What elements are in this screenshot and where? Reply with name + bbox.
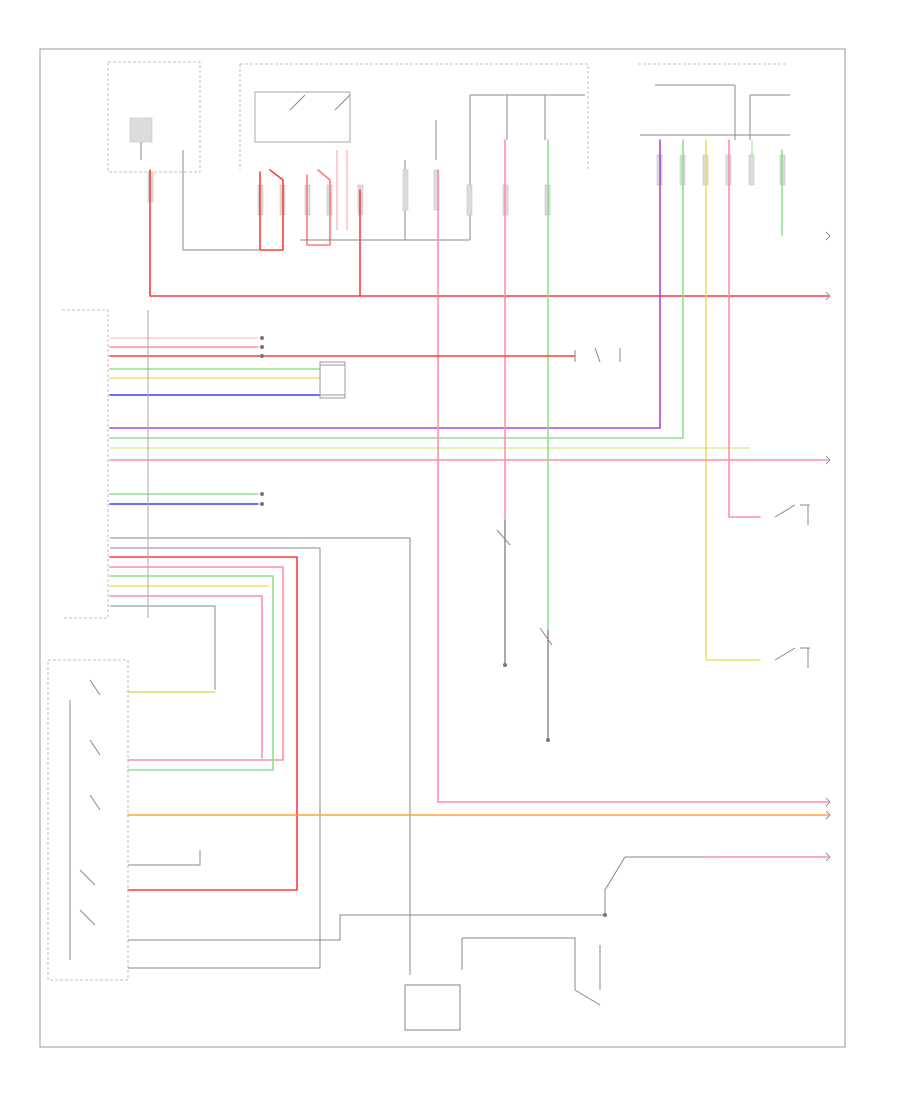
relay-block xyxy=(239,63,589,240)
door-switch-front xyxy=(774,504,810,525)
left-module-wires xyxy=(109,337,576,505)
right-fuse-block xyxy=(638,63,790,140)
top-connector-row xyxy=(147,154,786,216)
diagram-frame xyxy=(39,48,846,1048)
wire-red-main-bus xyxy=(149,169,829,297)
switch-wires xyxy=(109,537,829,990)
wire-gray-relay xyxy=(183,239,470,251)
wire-green-1 xyxy=(109,139,684,439)
wire-lightred-b xyxy=(336,150,348,230)
top-left-fuse-block xyxy=(107,61,201,250)
wire-purple xyxy=(109,139,661,429)
wire-black-center xyxy=(504,520,549,740)
wire-red-relay-a xyxy=(259,169,284,251)
generator xyxy=(574,347,621,363)
center-switches xyxy=(496,529,553,742)
wire-yellow-1 xyxy=(705,139,761,661)
left-module xyxy=(62,309,149,619)
auto-light-sensor xyxy=(260,336,346,506)
wire-pink-center xyxy=(437,169,829,803)
bottom-components xyxy=(404,913,607,1031)
wire-pink-right xyxy=(728,139,761,518)
light-control-switch xyxy=(47,659,129,981)
right-edge-arrows xyxy=(825,231,831,862)
wire-red-relay-b xyxy=(306,169,331,246)
door-switch-rear xyxy=(774,647,810,668)
